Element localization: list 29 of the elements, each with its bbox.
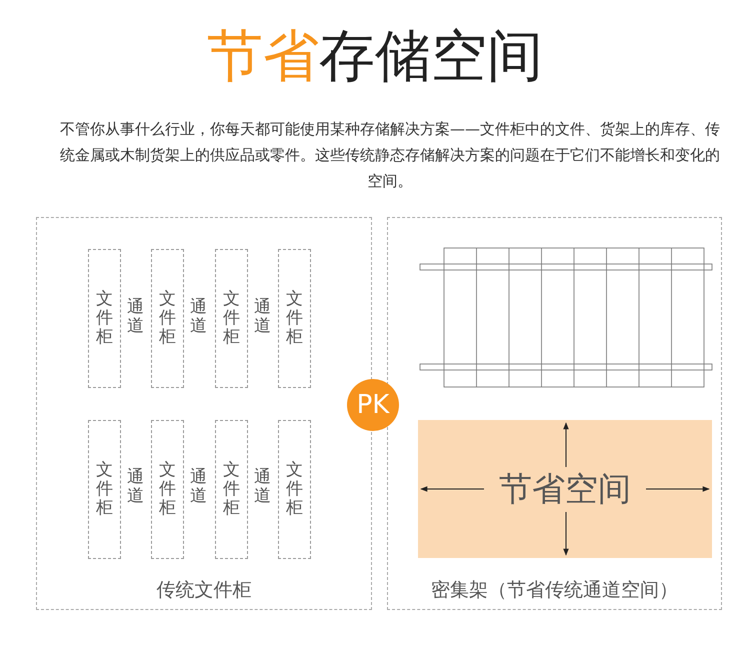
cabinet-box [278, 420, 311, 559]
cabinet-label: 文件柜 [159, 461, 176, 518]
aisle-label: 通道 [254, 468, 271, 506]
saved-space-area [418, 420, 712, 558]
pk-label: PK [356, 390, 390, 420]
cabinet-label: 文件柜 [159, 290, 176, 347]
intro-paragraph: 不管你从事什么行业，你每天都可能使用某种存储解决方案——文件柜中的文件、货架上的库存、传统金属或木制货架上的供应品或零件。这些传统静态存储解决方案的问题在于它们不能增长和变化的空间。 [60, 119, 720, 192]
cabinet-label: 文件柜 [96, 461, 113, 518]
aisle-label: 通道 [127, 298, 144, 336]
aisle-label: 通道 [254, 298, 271, 336]
aisle-label: 通道 [190, 468, 207, 506]
cabinet-label: 文件柜 [223, 461, 240, 518]
cabinet-label: 文件柜 [286, 461, 303, 518]
cabinet-box [88, 249, 121, 388]
cabinet-label: 文件柜 [223, 290, 240, 347]
aisle-label: 通道 [127, 468, 144, 506]
panel-title: 传统文件柜 [156, 578, 252, 603]
cabinet-box [215, 420, 248, 559]
cabinet-label: 文件柜 [96, 290, 113, 347]
cabinet-box [278, 249, 311, 388]
pk-badge [347, 379, 399, 431]
cabinet-box [151, 420, 184, 559]
cabinet-box [88, 420, 121, 559]
cabinet-label: 文件柜 [286, 290, 303, 347]
panel-title: 密集架（节省传统通道空间） [430, 578, 679, 603]
cabinet-box [151, 249, 184, 388]
aisle-label: 通道 [190, 298, 207, 336]
page-title: 节省存储空间 [206, 23, 544, 91]
cabinet-box [215, 249, 248, 388]
